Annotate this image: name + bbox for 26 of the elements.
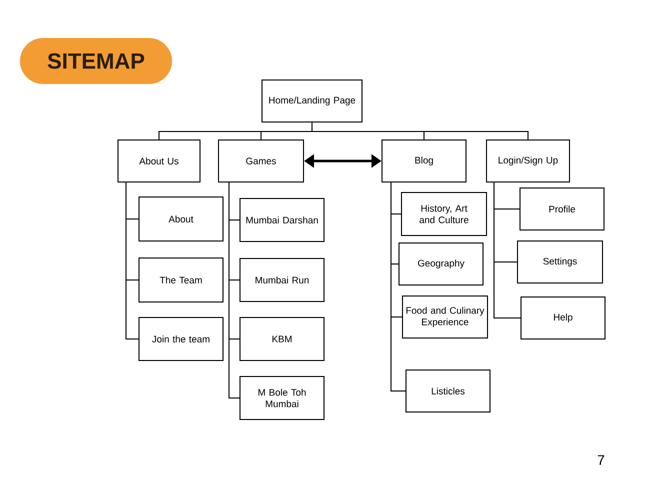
page-box: Food and Culinary Experience (402, 296, 488, 338)
page-box: M Bole Toh Mumbai (240, 376, 324, 420)
connector-line (126, 182, 139, 340)
connector-line (494, 182, 521, 318)
page-box: Join the team (138, 317, 224, 361)
connector-line (312, 122, 528, 140)
page-box: The Team (138, 258, 224, 302)
page-box: KBM (240, 317, 324, 361)
page-box: Games (218, 140, 304, 182)
page-box: Profile (520, 188, 604, 230)
page-box: Listicles (406, 370, 490, 412)
page-box: Blog (382, 140, 466, 182)
page-number: 7 (598, 455, 604, 465)
page-box: Help (520, 296, 606, 340)
page-box: Mumbai Darshan (240, 198, 324, 242)
page-box: About (138, 196, 224, 242)
page-box: History, Art and Culture (401, 192, 487, 236)
page-box: Settings (517, 240, 603, 284)
page-box: Mumbai Run (240, 258, 324, 302)
page-box: About Us (118, 140, 200, 182)
connector-line (228, 182, 240, 398)
page-box: Login/Sign Up (486, 140, 570, 182)
page-box: Geography (398, 242, 484, 286)
page-box: Home/Landing Page (262, 80, 362, 122)
connector-line (390, 182, 406, 392)
title-badge: SITEMAP (20, 38, 172, 84)
